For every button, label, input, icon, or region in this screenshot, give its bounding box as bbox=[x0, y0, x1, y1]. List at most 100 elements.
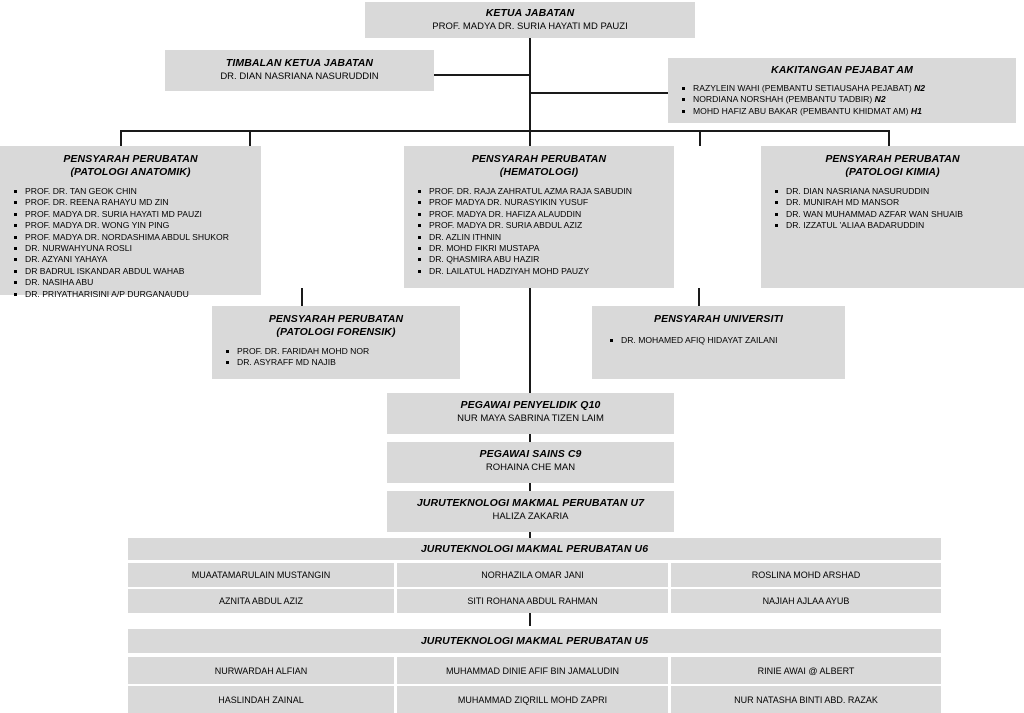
node-title: PEGAWAI SAINS C9 bbox=[479, 448, 582, 460]
list-item: NORDIANA NORSHAH (PEMBANTU TADBIR) N2 bbox=[680, 94, 1016, 105]
node-title: JURUTEKNOLOGI MAKMAL PERUBATAN U6 bbox=[420, 542, 649, 555]
node-pegawai-penyelidik-q10[interactable]: PEGAWAI PENYELIDIK Q10 NUR MAYA SABRINA … bbox=[387, 393, 674, 434]
node-pegawai-sains-c9[interactable]: PEGAWAI SAINS C9 ROHAINA CHE MAN bbox=[387, 442, 674, 483]
list-item: PROF. DR. TAN GEOK CHIN bbox=[12, 186, 261, 197]
node-title: PENSYARAH PERUBATAN bbox=[63, 153, 198, 165]
connector-drop-university-branch bbox=[699, 130, 701, 146]
node-title: JURUTEKNOLOGI MAKMAL PERUBATAN U7 bbox=[416, 497, 645, 509]
list-item: PROF. MADYA DR. SURIA HAYATI MD PAUZI bbox=[12, 209, 261, 220]
connector-research-to-science bbox=[529, 434, 531, 448]
node-pensyarah-patologi-kimia[interactable]: PENSYARAH PERUBATAN (PATOLOGI KIMIA) DR.… bbox=[761, 146, 1024, 288]
node-title: PENSYARAH PERUBATAN bbox=[825, 153, 960, 165]
cell-value: MUAATAMARULAIN MUSTANGIN bbox=[191, 570, 331, 580]
cell-value: MUHAMMAD DINIE AFIF BIN JAMALUDIN bbox=[445, 665, 619, 676]
table-row[interactable]: NAJIAH AJLAA AYUB bbox=[671, 589, 941, 613]
list-item: MOHD HAFIZ ABU BAKAR (PEMBANTU KHIDMAT A… bbox=[680, 106, 1016, 117]
node-title: PEGAWAI PENYELIDIK Q10 bbox=[460, 399, 601, 411]
node-name: DR. DIAN NASRIANA NASURUDDIN bbox=[220, 71, 379, 82]
node-pensyarah-patologi-forensik[interactable]: PENSYARAH PERUBATAN (PATOLOGI FORENSIK) … bbox=[212, 306, 460, 379]
member-name: NORDIANA NORSHAH (PEMBANTU TADBIR) bbox=[693, 94, 875, 105]
node-pensyarah-patologi-anatomik[interactable]: PENSYARAH PERUBATAN (PATOLOGI ANATOMIK) … bbox=[0, 146, 261, 299]
table-row[interactable]: MUHAMMAD ZIQRILL MOHD ZAPRI bbox=[397, 686, 668, 713]
member-list: PROF. DR. FARIDAH MOHD NOR DR. ASYRAFF M… bbox=[212, 346, 460, 369]
node-subtitle: (PATOLOGI ANATOMIK) bbox=[70, 166, 191, 178]
node-title: PENSYARAH UNIVERSITI bbox=[654, 313, 783, 325]
connector-forensic-vertical bbox=[301, 288, 303, 306]
table-row[interactable]: MUHAMMAD DINIE AFIF BIN JAMALUDIN bbox=[397, 657, 668, 684]
list-item: RAZYLEIN WAHI (PEMBANTU SETIAUSAHA PEJAB… bbox=[680, 83, 1016, 94]
list-item: PROF. DR. REENA RAHAYU MD ZIN bbox=[12, 197, 261, 208]
node-name: ROHAINA CHE MAN bbox=[485, 462, 576, 473]
node-title: PENSYARAH PERUBATAN bbox=[268, 313, 404, 325]
member-list: PROF. DR. RAJA ZAHRATUL AZMA RAJA SABUDI… bbox=[404, 186, 674, 277]
table-row[interactable]: NORHAZILA OMAR JANI bbox=[397, 563, 668, 587]
cell-value: NAJIAH AJLAA AYUB bbox=[762, 596, 850, 606]
node-title: TIMBALAN KETUA JABATAN bbox=[225, 57, 374, 69]
list-item: DR. QHASMIRA ABU HAZIR bbox=[416, 254, 674, 265]
connector-hematology-to-research bbox=[529, 288, 531, 393]
member-list: DR. DIAN NASRIANA NASURUDDIN DR. MUNIRAH… bbox=[761, 186, 1024, 232]
list-item: DR. DIAN NASRIANA NASURUDDIN bbox=[773, 186, 1024, 197]
node-juruteknologi-u6-header[interactable]: JURUTEKNOLOGI MAKMAL PERUBATAN U6 bbox=[128, 538, 941, 560]
connector-head-vertical bbox=[529, 38, 531, 134]
list-item: PROF MADYA DR. NURASYIKIN YUSUF bbox=[416, 197, 674, 208]
member-grade: N2 bbox=[914, 83, 926, 93]
list-item: DR. IZZATUL 'ALIAA BADARUDDIN bbox=[773, 220, 1024, 231]
table-row[interactable]: NUR NATASHA BINTI ABD. RAZAK bbox=[671, 686, 941, 713]
node-timbalan-ketua-jabatan[interactable]: TIMBALAN KETUA JABATAN DR. DIAN NASRIANA… bbox=[165, 50, 434, 91]
cell-value: MUHAMMAD ZIQRILL MOHD ZAPRI bbox=[457, 694, 608, 705]
connector-drop-forensic-branch bbox=[249, 130, 251, 146]
list-item: PROF. MADYA DR. HAFIZA ALAUDDIN bbox=[416, 209, 674, 220]
cell-value: SITI ROHANA ABDUL RAHMAN bbox=[467, 596, 598, 606]
node-title: KETUA JABATAN bbox=[485, 7, 575, 19]
list-item: DR BADRUL ISKANDAR ABDUL WAHAB bbox=[12, 266, 261, 277]
node-kakitangan-pejabat-am[interactable]: KAKITANGAN PEJABAT AM RAZYLEIN WAHI (PEM… bbox=[668, 58, 1016, 123]
list-item: PROF. MADYA DR. NORDASHIMA ABDUL SHUKOR bbox=[12, 232, 261, 243]
node-pensyarah-hematologi[interactable]: PENSYARAH PERUBATAN (HEMATOLOGI) PROF. D… bbox=[404, 146, 674, 288]
node-juruteknologi-u7[interactable]: JURUTEKNOLOGI MAKMAL PERUBATAN U7 HALIZA… bbox=[387, 491, 674, 532]
table-row[interactable]: RINIE AWAI @ ALBERT bbox=[671, 657, 941, 684]
connector-science-to-u7 bbox=[529, 483, 531, 497]
table-row[interactable]: SITI ROHANA ABDUL RAHMAN bbox=[397, 589, 668, 613]
node-subtitle: (PATOLOGI FORENSIK) bbox=[276, 326, 396, 338]
list-item: PROF. DR. FARIDAH MOHD NOR bbox=[224, 346, 460, 357]
member-list: PROF. DR. TAN GEOK CHIN PROF. DR. REENA … bbox=[0, 186, 261, 300]
connector-drop-chemical bbox=[888, 130, 890, 146]
cell-value: NUR NATASHA BINTI ABD. RAZAK bbox=[734, 694, 878, 705]
list-item: DR. LAILATUL HADZIYAH MOHD PAUZY bbox=[416, 266, 674, 277]
list-item: PROF. MADYA DR. SURIA ABDUL AZIZ bbox=[416, 220, 674, 231]
connector-u7-to-u6 bbox=[529, 532, 531, 543]
list-item: DR. PRIYATHARISINI A/P DURGANAUDU bbox=[12, 289, 261, 300]
table-row[interactable]: HASLINDAH ZAINAL bbox=[128, 686, 394, 713]
node-pensyarah-universiti[interactable]: PENSYARAH UNIVERSITI DR. MOHAMED AFIQ HI… bbox=[592, 306, 845, 379]
cell-value: NURWARDAH ALFIAN bbox=[214, 665, 308, 676]
node-title: JURUTEKNOLOGI MAKMAL PERUBATAN U5 bbox=[420, 634, 649, 647]
table-row[interactable]: NURWARDAH ALFIAN bbox=[128, 657, 394, 684]
list-item: PROF. MADYA DR. WONG YIN PING bbox=[12, 220, 261, 231]
cell-value: NORHAZILA OMAR JANI bbox=[481, 570, 584, 580]
member-grade: N2 bbox=[874, 94, 886, 105]
list-item: DR. ASYRAFF MD NAJIB bbox=[224, 357, 460, 368]
node-juruteknologi-u5-header[interactable]: JURUTEKNOLOGI MAKMAL PERUBATAN U5 bbox=[128, 629, 941, 653]
connector-deputy-horizontal bbox=[433, 74, 531, 76]
node-subtitle: (PATOLOGI KIMIA) bbox=[845, 166, 940, 178]
table-row[interactable]: MUAATAMARULAIN MUSTANGIN bbox=[128, 563, 394, 587]
member-list: DR. MOHAMED AFIQ HIDAYAT ZAILANI bbox=[592, 335, 845, 346]
node-name: NUR MAYA SABRINA TIZEN LAIM bbox=[457, 413, 604, 424]
table-row[interactable]: ROSLINA MOHD ARSHAD bbox=[671, 563, 941, 587]
node-ketua-jabatan[interactable]: KETUA JABATAN PROF. MADYA DR. SURIA HAYA… bbox=[365, 2, 695, 38]
node-subtitle: (HEMATOLOGI) bbox=[499, 166, 579, 178]
node-name: HALIZA ZAKARIA bbox=[492, 511, 569, 522]
list-item: DR. WAN MUHAMMAD AZFAR WAN SHUAIB bbox=[773, 209, 1024, 220]
member-name: MOHD HAFIZ ABU BAKAR (PEMBANTU KHIDMAT A… bbox=[693, 105, 911, 116]
member-grade: H1 bbox=[910, 105, 922, 116]
node-title: PENSYARAH PERUBATAN bbox=[471, 153, 607, 165]
connector-admin-horizontal bbox=[529, 92, 669, 94]
list-item: DR. MUNIRAH MD MANSOR bbox=[773, 197, 1024, 208]
table-row[interactable]: AZNITA ABDUL AZIZ bbox=[128, 589, 394, 613]
list-item: DR. AZLIN ITHNIN bbox=[416, 232, 674, 243]
connector-u6-to-u5 bbox=[529, 613, 531, 626]
list-item: DR. MOHAMED AFIQ HIDAYAT ZAILANI bbox=[608, 335, 845, 346]
connector-drop-hematology bbox=[529, 130, 531, 146]
